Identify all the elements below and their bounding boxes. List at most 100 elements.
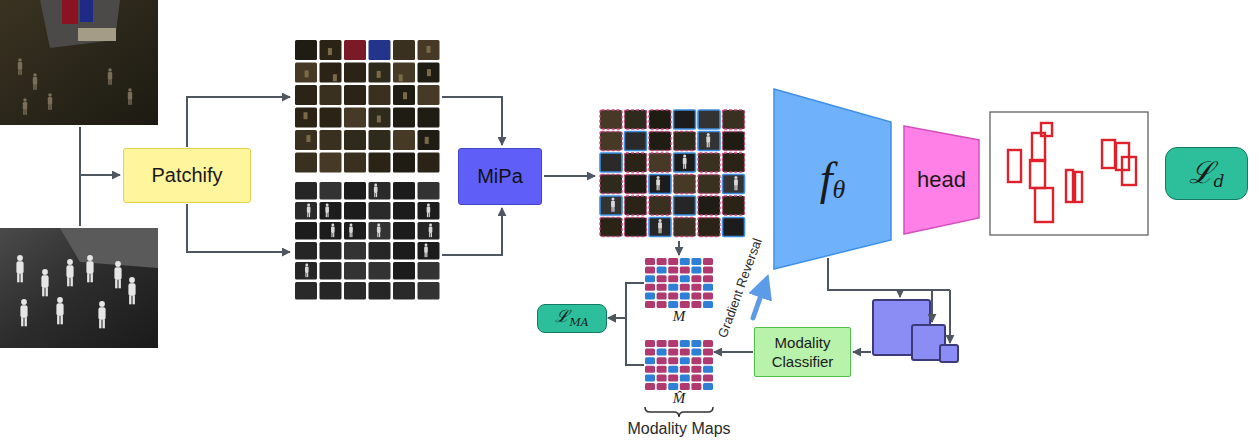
modality-cell [668,267,678,274]
modality-cell [680,349,690,356]
pedestrian [331,227,335,233]
patch-detail [306,135,310,142]
modality-cell [691,284,701,291]
pedestrian [42,269,48,275]
modality-cell [680,340,690,347]
pedestrian [425,244,428,247]
pedestrian [129,295,131,304]
modality-cell [645,284,655,291]
pedestrian [659,229,660,234]
rgb-patch [320,40,342,60]
modality-cell [657,349,667,356]
thermal-patch [369,242,391,260]
modality-grid [645,340,713,390]
thermal-patch [320,202,342,220]
rgb-patch [649,110,671,129]
rgb-patch [393,153,415,173]
encoder-trapezoid: fθ [773,88,892,270]
text-group: M [645,308,713,324]
flow-arrow [187,204,290,252]
thermal-patch [393,242,415,260]
modality-cell [668,292,678,299]
modality-cell [645,357,655,364]
modality-cell [703,301,713,308]
mipa-box: MiPa [458,148,542,205]
thermal-image-ground [0,228,158,348]
rgb-patch [600,110,622,129]
rgb-patch [698,153,720,172]
modality-grid [645,258,713,308]
pedestrian [331,224,334,227]
brace [645,407,713,417]
modality-cell [668,383,678,390]
flow-arrow [442,208,502,255]
thermal-patch [320,242,342,260]
symbol: f [820,153,833,204]
pedestrian [427,207,431,213]
flow-arrow [949,290,951,343]
thermal-patch [418,202,440,220]
pedestrian [48,104,49,110]
thermal-patch [369,182,391,200]
connector-arrow [608,318,644,365]
patch-detail [333,74,337,81]
rgb-patch [649,153,671,172]
thermal-building [60,228,158,268]
thermal-patch [344,182,366,200]
pedestrian [305,264,308,267]
pedestrian [307,213,308,218]
bounding-box [1066,170,1073,202]
modality-cell [703,292,713,299]
modality-cell [657,357,667,364]
pedestrian [429,213,430,218]
modality-cell [703,383,713,390]
thermal-patch [320,222,342,240]
flow-arrow [187,97,290,147]
pedestrian [374,184,377,187]
pedestrian [658,222,662,229]
thermal-patch [295,222,317,240]
pedestrian [41,275,48,288]
pedestrian [67,277,69,286]
predicted-modality-map: M̂ [645,340,713,406]
rgb-patch [625,218,647,237]
modality-cell [645,301,655,308]
modality-cell [657,383,667,390]
pedestrian [325,207,329,213]
thermal-patch [674,110,696,129]
modality-cell [657,301,667,308]
flow-arrow [544,175,595,177]
thermal-patch [600,196,622,215]
text-group: fθ [820,153,846,206]
pedestrian [736,186,737,191]
rgb-patch [625,175,647,194]
modality-cell [645,366,655,373]
rgb-image [0,0,158,125]
rgb-patch-grid [295,40,440,173]
pedestrian [685,164,686,169]
rgb-patch [674,175,696,194]
pedestrian [108,68,112,72]
pedestrian [133,295,135,304]
pedestrian [350,224,353,227]
thermal-patch [393,222,415,240]
map-label: M [673,308,686,324]
pedestrian [350,233,351,238]
pedestrian [331,233,332,238]
rgb-patch [600,175,622,194]
rgb-patch [344,40,366,60]
thermal-patch [344,202,366,220]
modality-cell [645,374,655,381]
pedestrian [110,79,111,85]
text-group: ℒd [1189,156,1225,192]
pedestrian [21,317,23,326]
pedestrian [683,154,686,157]
rgb-banner [80,0,93,22]
flow-arrow [80,174,120,176]
patch-detail [399,74,403,81]
pedestrian [611,197,614,200]
thermal-patch [649,175,671,194]
pedestrian [57,315,59,324]
pedestrian [429,233,430,238]
